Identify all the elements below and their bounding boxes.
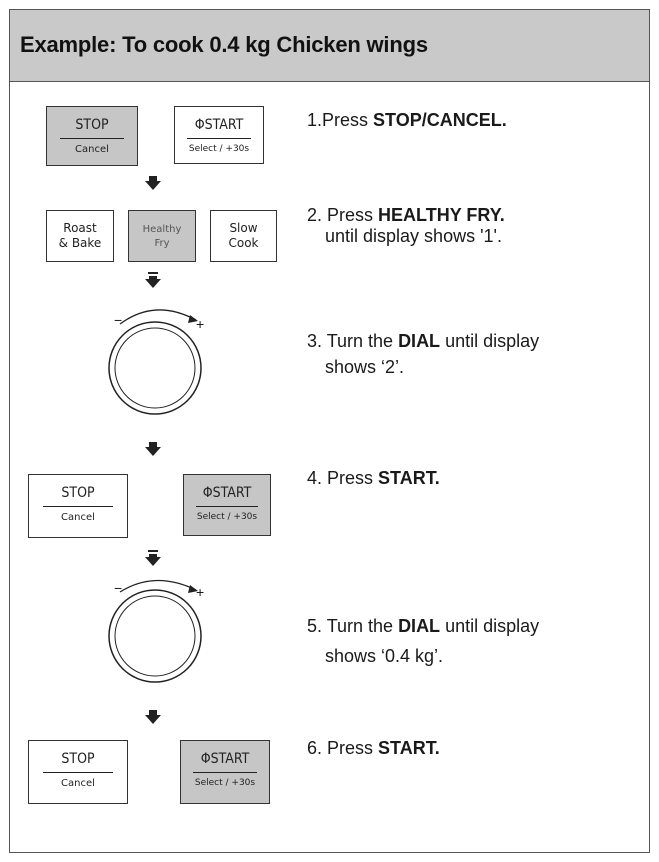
button-divider — [42, 772, 114, 773]
step-1-text: 1.Press STOP/CANCEL. — [307, 110, 507, 130]
button-divider — [196, 506, 258, 507]
start-button[interactable]: ΦSTART Select / +30s — [180, 740, 270, 804]
stop-label: STOP — [61, 485, 95, 501]
step-4-text: 4. Press START. — [307, 468, 440, 488]
step-2-text: 2. Press HEALTHY FRY. until display show… — [307, 205, 505, 246]
step-3-text: 3. Turn the DIAL until display shows ‘2’… — [307, 331, 540, 377]
start-button[interactable]: ΦSTART Select / +30s — [183, 474, 271, 536]
bake-label: & Bake — [58, 236, 102, 250]
start-label: ΦSTART — [194, 117, 244, 133]
dial-knob-icon[interactable] — [100, 296, 210, 418]
cook-label: Cook — [228, 236, 259, 250]
start-label: ΦSTART — [202, 485, 252, 501]
cancel-label: Cancel — [61, 512, 95, 523]
slow-cook-button[interactable]: Slow Cook — [210, 210, 277, 262]
dial-plus-label: + — [196, 584, 205, 600]
select-label: Select / +30s — [196, 512, 258, 522]
down-arrow-icon — [145, 710, 161, 724]
button-divider — [193, 772, 257, 773]
stop-cancel-button[interactable]: STOP Cancel — [28, 474, 128, 538]
page-title: Example: To cook 0.4 kg Chicken wings — [20, 32, 428, 57]
down-arrow-icon — [145, 176, 161, 190]
double-down-arrow-icon — [145, 550, 161, 566]
stop-cancel-button[interactable]: STOP Cancel — [46, 106, 138, 166]
down-arrow-icon — [145, 442, 161, 456]
healthy-label: Healthy — [142, 224, 182, 235]
step-6-text: 6. Press START. — [307, 738, 440, 758]
stop-label: STOP — [75, 117, 109, 133]
dial-plus-label: + — [196, 316, 205, 332]
slow-label: Slow — [229, 221, 258, 235]
dial-minus-label: − — [114, 312, 123, 328]
double-down-arrow-icon — [145, 272, 161, 288]
select-label: Select / +30s — [188, 144, 250, 154]
cancel-label: Cancel — [61, 778, 95, 789]
dial-minus-label: − — [114, 580, 123, 596]
cancel-label: Cancel — [75, 144, 109, 155]
dial-knob-icon[interactable] — [100, 570, 210, 692]
stop-cancel-button[interactable]: STOP Cancel — [28, 740, 128, 804]
stop-label: STOP — [61, 751, 95, 767]
roast-bake-button[interactable]: Roast & Bake — [46, 210, 114, 262]
select-label: Select / +30s — [194, 778, 256, 788]
roast-label: Roast — [63, 221, 97, 235]
fry-label: Fry — [154, 238, 170, 249]
button-divider — [42, 506, 114, 507]
header-bar: Example: To cook 0.4 kg Chicken wings — [10, 10, 649, 82]
step-5-text: 5. Turn the DIAL until display shows ‘0.… — [307, 616, 540, 666]
button-divider — [59, 138, 125, 139]
healthy-fry-button[interactable]: Healthy Fry — [128, 210, 196, 262]
start-button[interactable]: ΦSTART Select / +30s — [174, 106, 264, 164]
button-divider — [187, 138, 251, 139]
start-label: ΦSTART — [200, 751, 250, 767]
